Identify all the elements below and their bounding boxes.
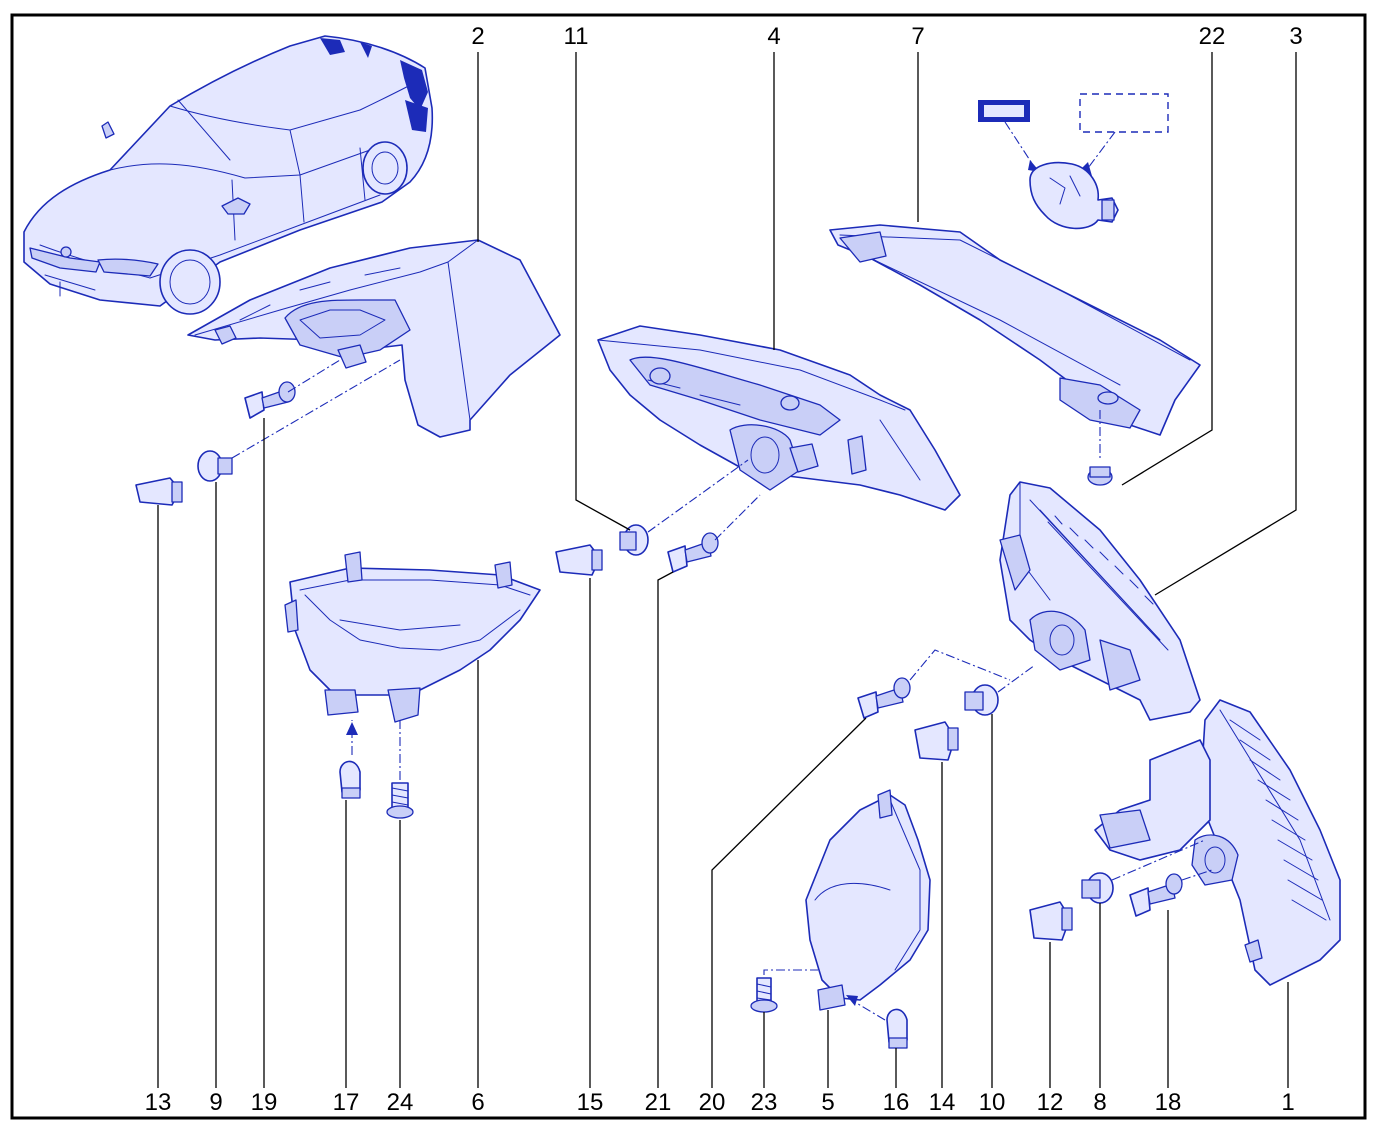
callout-1: 1: [1281, 1089, 1294, 1116]
vehicle-illustration: [23, 35, 434, 315]
callout-labels-bottom: 13 9 19 17 24 6 15 21 20 23 5 16 14 10 1…: [145, 1089, 1295, 1116]
callout-labels-top: 2 11 4 7 22 3: [471, 23, 1302, 50]
callout-11: 11: [564, 23, 589, 50]
part-22-grommet: [1087, 410, 1113, 486]
callout-16: 16: [883, 1089, 910, 1116]
callout-10: 10: [979, 1089, 1006, 1116]
part-3-lamp-assembly: [999, 481, 1201, 721]
callout-12: 12: [1037, 1089, 1064, 1116]
callout-13: 13: [145, 1089, 172, 1116]
leader-lines: [157, 52, 1297, 1088]
bulb-label-illustration: [978, 93, 1169, 230]
callout-4: 4: [767, 23, 780, 50]
callout-8: 8: [1093, 1089, 1106, 1116]
callout-14: 14: [929, 1089, 956, 1116]
callout-21: 21: [645, 1089, 672, 1116]
callout-9: 9: [209, 1089, 222, 1116]
callout-24: 24: [387, 1089, 414, 1116]
callout-6: 6: [471, 1089, 484, 1116]
callout-5: 5: [821, 1089, 834, 1116]
callout-7: 7: [911, 23, 924, 50]
callout-23: 23: [751, 1089, 778, 1116]
callout-15: 15: [577, 1089, 604, 1116]
callout-20: 20: [699, 1089, 726, 1116]
part-7-reflector-strip: [829, 224, 1201, 436]
dashed-label-icon: [1079, 93, 1169, 133]
bulbs-and-sockets: [135, 359, 1213, 1049]
part-1-lamp-assembly: [1094, 699, 1341, 986]
callout-3: 3: [1289, 23, 1302, 50]
callout-2: 2: [471, 23, 484, 50]
callout-17: 17: [333, 1089, 360, 1116]
part-2-lamp-assembly: [187, 239, 561, 438]
callout-22: 22: [1199, 23, 1226, 50]
part-5-lamp-assembly: [805, 789, 931, 1011]
callout-18: 18: [1155, 1089, 1182, 1116]
diagram-frame: [10, 13, 1367, 1120]
callout-19: 19: [251, 1089, 278, 1116]
part-6-lamp-assembly: [284, 551, 541, 723]
part-4-lamp-assembly: [597, 325, 961, 511]
